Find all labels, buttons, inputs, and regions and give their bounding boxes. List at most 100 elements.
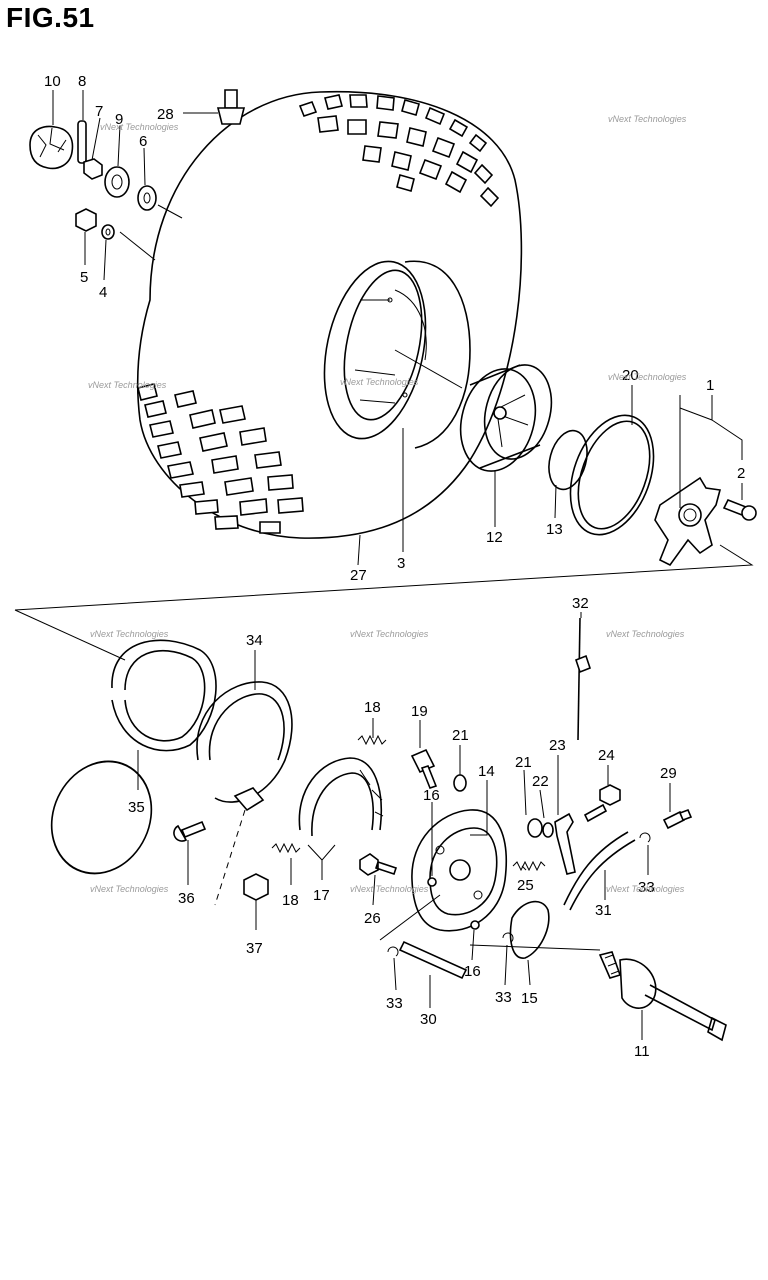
washer-part-6: [137, 185, 157, 211]
callout-35: 35: [128, 799, 145, 816]
valve-part-28: [216, 89, 246, 125]
callout-36: 36: [178, 890, 195, 907]
figure-title: FIG.51: [6, 2, 95, 33]
callout-11: 11: [634, 1043, 650, 1060]
hub-part-12: [459, 364, 553, 472]
flange-part-1: [654, 476, 722, 567]
spring-part-18-lower: [271, 842, 301, 854]
cable-part-32: [575, 617, 591, 741]
callout-18-lower: 18: [282, 892, 299, 909]
pin-part-16-lower: [470, 920, 480, 930]
callout-20: 20: [622, 367, 639, 384]
clip-part-33-left: [387, 946, 399, 957]
callout-23: 23: [549, 737, 566, 754]
bolt-part-2: [722, 498, 757, 521]
callout-18-upper: 18: [364, 699, 381, 716]
tire-part-27: [136, 90, 523, 539]
callout-33-left: 33: [386, 995, 403, 1012]
callout-labels: 10 8 7 9 6 28 5 4 20 1 2 27 3 12 13 32 3…: [44, 73, 745, 1060]
washer-part-9: [104, 166, 130, 198]
callout-32: 32: [572, 595, 589, 612]
watermark: vNext Technologies: [608, 372, 687, 382]
callout-28: 28: [157, 106, 174, 123]
callout-33-right: 33: [638, 879, 655, 896]
spring-part-18-upper: [357, 734, 387, 746]
callout-33-mid: 33: [495, 989, 512, 1006]
brake-panel-part-14: [411, 809, 508, 932]
callout-25: 25: [517, 877, 534, 894]
callout-17: 17: [313, 887, 330, 904]
callout-12: 12: [486, 529, 503, 546]
callout-8: 8: [78, 73, 86, 90]
callout-5: 5: [80, 269, 88, 286]
bolt-part-29: [662, 808, 693, 830]
clip-part-33-mid: [502, 932, 514, 943]
pin-part-16-upper: [427, 877, 437, 887]
callout-14: 14: [478, 763, 495, 780]
watermark: vNext Technologies: [606, 629, 685, 639]
bolt-part-19: [410, 748, 438, 789]
callout-26: 26: [364, 910, 381, 927]
washer-part-21a: [453, 774, 467, 792]
brake-rod-part-31: [563, 831, 636, 911]
bolt-part-26: [359, 853, 398, 876]
watermark: vNext Technologies: [100, 122, 179, 132]
callout-22: 22: [532, 773, 549, 790]
cap-nut-part-10: [29, 125, 74, 170]
nut-part-37: [243, 873, 269, 901]
callout-27: 27: [350, 567, 367, 584]
brake-drum-part-35: [50, 639, 217, 875]
guide-part-15: [509, 900, 550, 959]
callout-16-upper: 16: [423, 787, 440, 804]
cam-lever-part-23: [554, 812, 576, 875]
watermark: vNext Technologies: [90, 884, 169, 894]
screw-part-36: [173, 820, 207, 842]
o-ring-part-13: [548, 429, 588, 491]
callout-9: 9: [115, 111, 123, 128]
leader-lines: [14, 90, 754, 1040]
washer-part-4: [101, 224, 115, 240]
callout-37: 37: [246, 940, 263, 957]
callout-4: 4: [99, 284, 107, 301]
watermark: vNext Technologies: [350, 884, 429, 894]
watermark: vNext Technologies: [350, 629, 429, 639]
washer-part-21b: [527, 818, 543, 838]
nut-part-5: [75, 208, 97, 232]
callout-29: 29: [660, 765, 677, 782]
watermark: vNext Technologies: [606, 884, 685, 894]
seal-part-20: [569, 414, 655, 536]
brake-band-part-34: [196, 681, 293, 812]
callout-21-left: 21: [452, 727, 469, 744]
callout-10: 10: [44, 73, 61, 90]
callout-2: 2: [737, 465, 745, 482]
brake-shoe-part-17: [298, 757, 384, 837]
washer-part-22: [542, 822, 554, 838]
spring-part-25: [512, 860, 546, 872]
callout-30: 30: [420, 1011, 437, 1028]
watermark: vNext Technologies: [608, 114, 687, 124]
callout-6: 6: [139, 133, 147, 150]
clip-part-33-right: [639, 832, 651, 843]
bolt-part-24: [583, 784, 621, 823]
callout-1: 1: [706, 377, 714, 394]
callout-34: 34: [246, 632, 263, 649]
callout-31: 31: [595, 902, 612, 919]
callout-13: 13: [546, 521, 563, 538]
nut-part-7: [83, 158, 103, 180]
watermark: vNext Technologies: [340, 377, 419, 387]
callout-15: 15: [521, 990, 538, 1007]
wheel-rim-part-3: [323, 260, 471, 449]
watermark: vNext Technologies: [90, 629, 169, 639]
callout-7: 7: [95, 103, 103, 120]
watermarks: vNext Technologies vNext Technologies vN…: [88, 114, 687, 894]
axle-part-11: [598, 951, 727, 1042]
callout-19: 19: [411, 703, 428, 720]
callout-3: 3: [397, 555, 405, 572]
callout-21-right: 21: [515, 754, 532, 771]
rod-part-30: [398, 940, 468, 980]
callout-16-lower: 16: [464, 963, 481, 980]
cotter-pin-part-8: [77, 120, 87, 164]
callout-24: 24: [598, 747, 615, 764]
watermark: vNext Technologies: [88, 380, 167, 390]
